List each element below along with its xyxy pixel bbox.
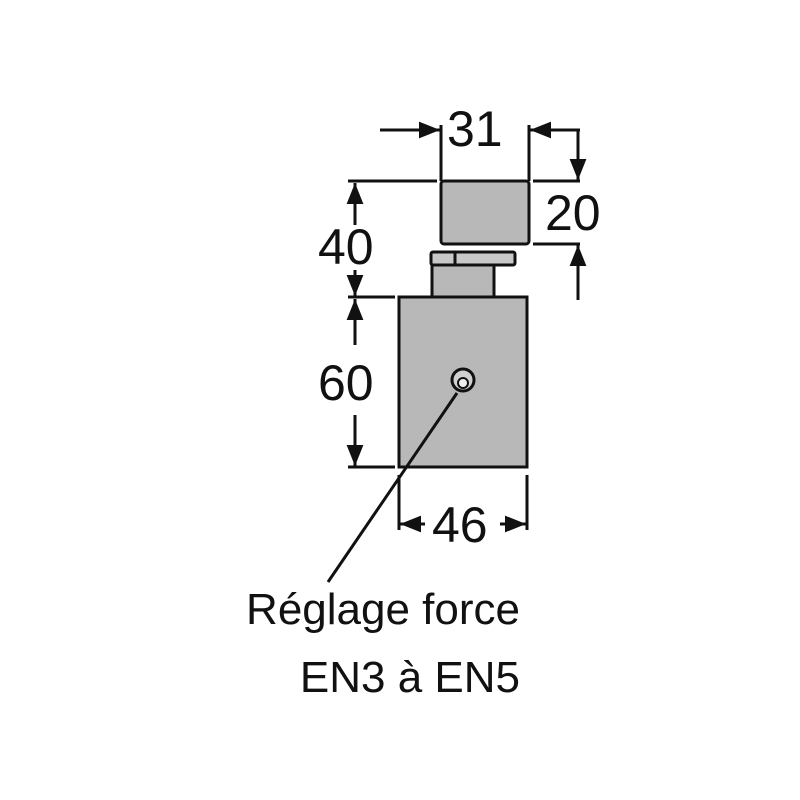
caption-line-1: Réglage force xyxy=(246,585,520,634)
neck-part xyxy=(430,260,496,301)
dim-label-31: 31 xyxy=(447,101,503,157)
top-block xyxy=(439,179,531,246)
dim-label-20: 20 xyxy=(545,185,601,241)
plate-part xyxy=(429,250,517,267)
dim-label-46: 46 xyxy=(432,497,488,553)
main-body xyxy=(397,295,529,469)
caption-line-2: EN3 à EN5 xyxy=(299,653,520,702)
dim-label-60: 60 xyxy=(318,355,374,411)
dim-label-40: 40 xyxy=(318,219,374,275)
screw-slot-icon xyxy=(457,377,469,389)
leader-line xyxy=(326,392,459,583)
